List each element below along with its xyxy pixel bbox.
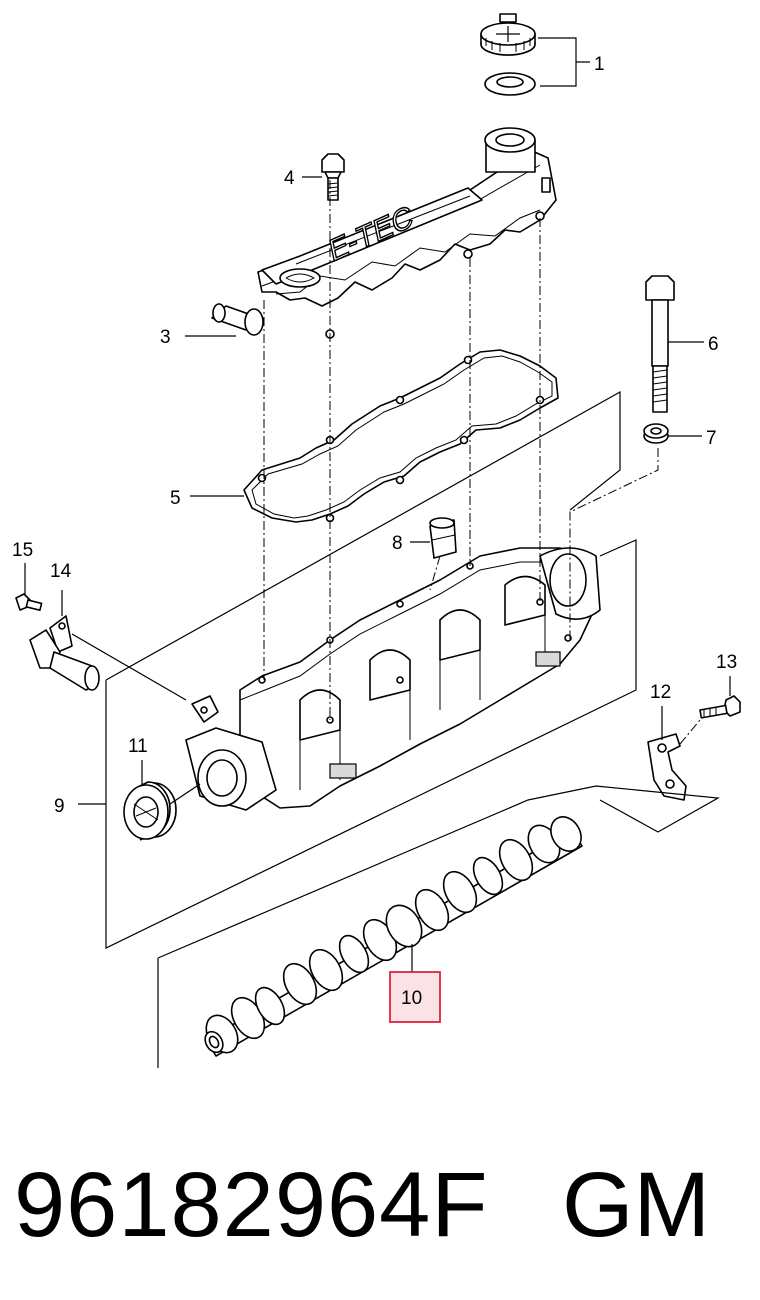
camshaft-position-sensor — [29, 615, 100, 691]
mounting-bracket — [647, 733, 687, 801]
callout-9: 9 — [54, 796, 65, 817]
oil-filler-cap — [480, 13, 536, 56]
camshaft-oil-seal — [123, 781, 177, 841]
bolt-washer — [643, 423, 669, 444]
long-head-bolt — [645, 275, 675, 413]
filler-cap-seal — [484, 72, 536, 96]
callout-15: 15 — [12, 540, 33, 561]
bracket-bolt — [699, 695, 741, 719]
callout-3: 3 — [160, 327, 171, 348]
part-number: 96182964F — [14, 1154, 489, 1256]
cover-bolt — [321, 153, 345, 201]
cover-gasket — [243, 349, 559, 523]
callout-14: 14 — [50, 561, 72, 582]
callout-1: 1 — [594, 54, 605, 75]
logo-emblem-icon — [279, 268, 321, 288]
hydraulic-tappet — [429, 517, 457, 559]
callout-13: 13 — [716, 652, 737, 673]
callout-10: 10 — [401, 988, 422, 1009]
camshaft — [204, 816, 583, 1057]
callout-12: 12 — [650, 682, 671, 703]
callout-11: 11 — [128, 736, 148, 757]
sensor-bolt — [15, 593, 43, 611]
cylinder-head-cover: E-TEC — [211, 127, 557, 339]
callout-4: 4 — [284, 168, 295, 189]
callout-6: 6 — [708, 334, 719, 355]
brand-name: GM — [562, 1154, 711, 1256]
callout-5: 5 — [170, 488, 181, 509]
callout-7: 7 — [706, 428, 717, 449]
exploded-parts-diagram: 1 E-TEC 3 4 — [12, 13, 741, 1068]
callout-8: 8 — [392, 533, 403, 554]
callout-10-highlight[interactable]: 10 — [389, 971, 441, 1023]
cylinder-head-housing — [185, 547, 601, 811]
footer: 96182964F GM — [0, 1135, 760, 1275]
